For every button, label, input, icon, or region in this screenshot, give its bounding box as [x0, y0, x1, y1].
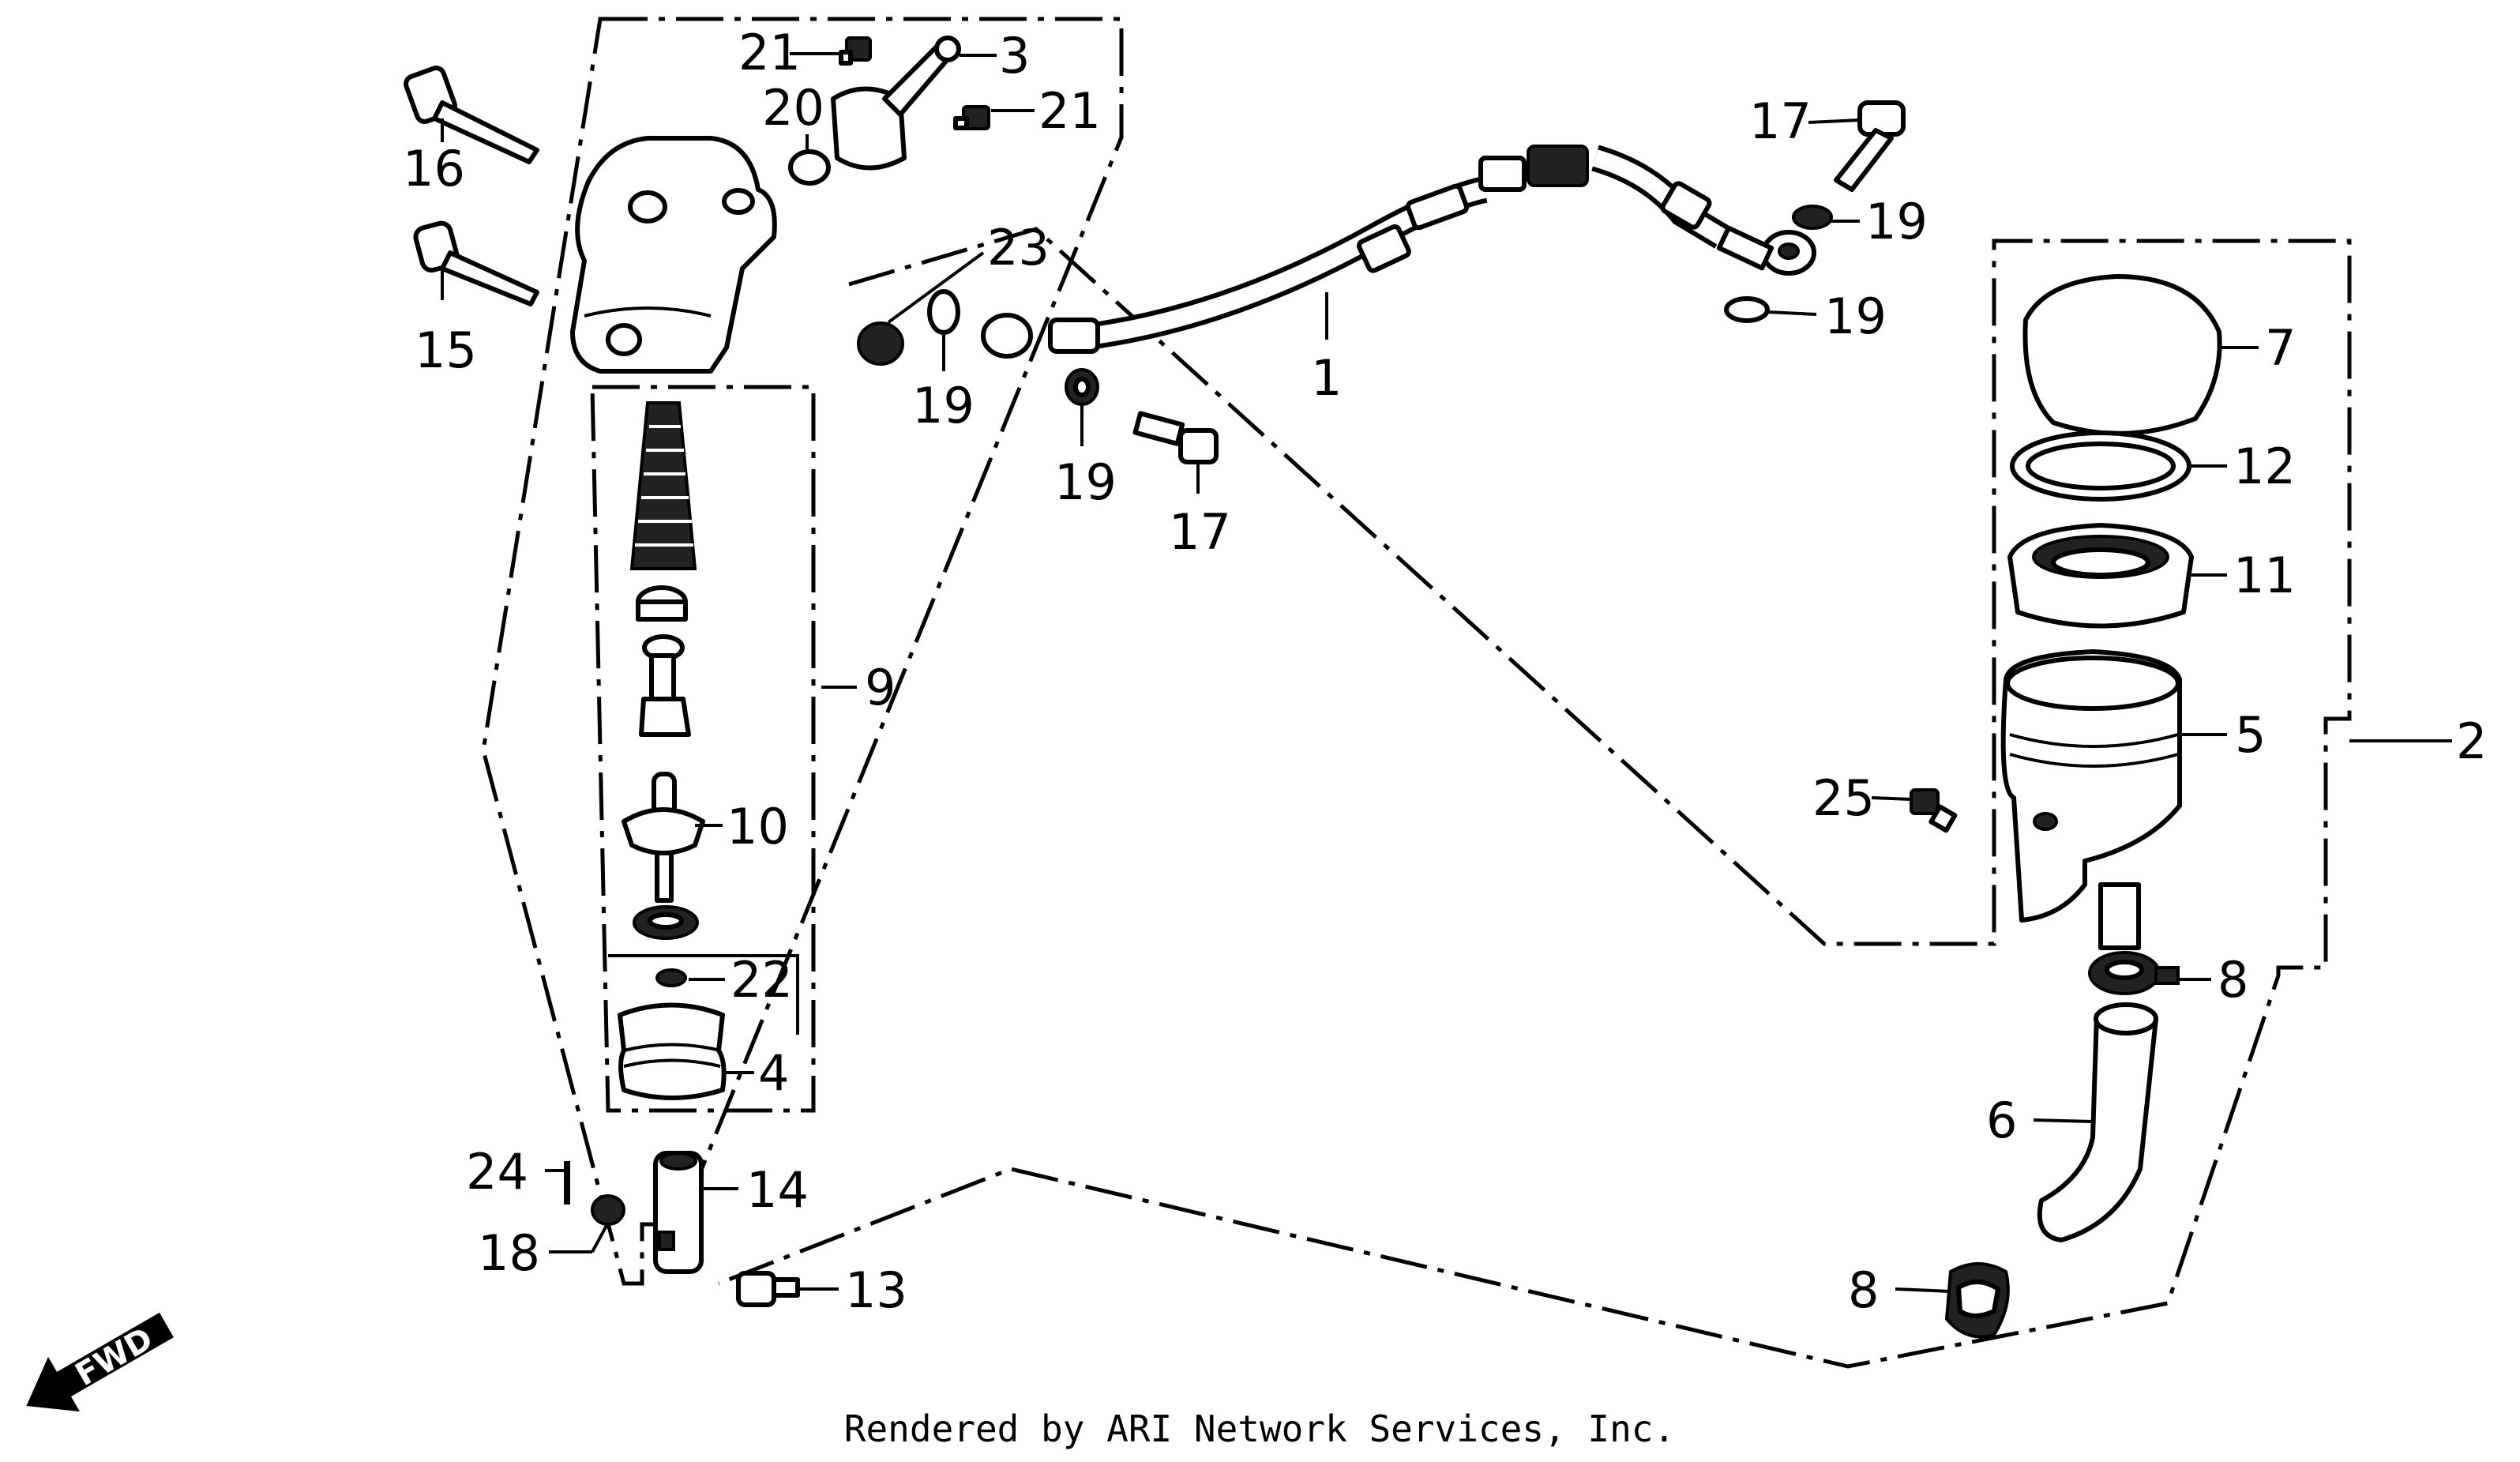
callout-labels: 21 3 20 21 16 15 9 10 22 4 14 13 24 18 2… — [403, 24, 2487, 1319]
fwd-label: FWD — [69, 1321, 160, 1393]
bolt-25 — [1910, 788, 1958, 833]
bolt-15 — [413, 220, 539, 306]
clip-8-top — [2088, 951, 2180, 995]
clip-8-bottom — [1944, 1262, 2010, 1339]
washer-19-c — [1792, 205, 1833, 230]
reservoir-cap-7 — [2022, 274, 2222, 436]
callout-17-bottom: 17 — [1169, 503, 1231, 561]
callout-23: 23 — [987, 219, 1050, 276]
o-ring-20 — [788, 149, 831, 186]
callout-8-bottom: 8 — [1848, 1261, 1879, 1319]
hose-outline — [718, 227, 2352, 1369]
callout-5: 5 — [2235, 706, 2266, 764]
fwd-arrow-badge: FWD — [26, 1312, 174, 1412]
nut-18 — [591, 1194, 625, 1226]
washer-19-d — [1724, 296, 1770, 323]
callout-2: 2 — [2456, 712, 2487, 770]
callout-24: 24 — [466, 1143, 528, 1201]
brake-hose-1 — [981, 145, 1816, 359]
boot-4 — [618, 1002, 727, 1100]
callout-3: 3 — [999, 27, 1030, 85]
reservoir-5 — [2000, 649, 2182, 950]
bolt-13 — [736, 1271, 800, 1307]
callout-21-top: 21 — [738, 24, 801, 81]
callout-6: 6 — [1986, 1092, 2017, 1149]
assembly-outlines — [481, 17, 2352, 1369]
piston-inner-bracket — [608, 954, 799, 1035]
bolt-17-top — [1834, 100, 1906, 192]
callout-13: 13 — [845, 1261, 907, 1319]
diaphragm-11 — [2007, 523, 2194, 629]
callout-20: 20 — [762, 79, 824, 137]
plate-12 — [2010, 430, 2191, 502]
callout-18: 18 — [478, 1224, 540, 1282]
callout-19-mid: 19 — [1054, 453, 1117, 511]
washer-19-b — [1065, 368, 1099, 406]
master-cylinder-outline — [481, 17, 1124, 1286]
callout-11: 11 — [2233, 547, 2296, 604]
washer-19-a — [927, 289, 960, 335]
cap-23 — [857, 321, 904, 366]
hose-6 — [2037, 1002, 2158, 1242]
piston-kit — [622, 401, 705, 987]
footer-credit: Rendered by ARI Network Services, Inc. — [844, 1408, 1675, 1450]
screw-21-right — [953, 105, 990, 130]
callout-10: 10 — [727, 798, 789, 855]
reservoir-joint-3 — [831, 36, 961, 171]
callout-1: 1 — [1311, 349, 1342, 407]
callout-7: 7 — [2265, 319, 2296, 377]
piston-kit-outline — [590, 385, 816, 1113]
joint-14 — [653, 1151, 704, 1274]
callout-15: 15 — [415, 321, 477, 379]
bolt-17-bottom — [1132, 411, 1219, 464]
callout-25: 25 — [1812, 769, 1875, 827]
callout-8-top: 8 — [2218, 951, 2248, 1009]
callout-12: 12 — [2233, 438, 2296, 495]
callout-9: 9 — [865, 659, 896, 716]
callout-19-left: 19 — [912, 377, 975, 434]
callout-16: 16 — [403, 140, 465, 197]
master-cylinder-body — [570, 136, 777, 374]
callout-21-right: 21 — [1038, 82, 1101, 140]
bolt-16 — [404, 66, 539, 164]
callout-22: 22 — [730, 951, 793, 1009]
callout-19-upper-right: 19 — [1865, 193, 1928, 250]
callout-14: 14 — [746, 1161, 809, 1219]
callout-19-lower-right: 19 — [1824, 288, 1887, 345]
leader-lines — [441, 52, 2452, 1293]
screw-21-top — [839, 36, 872, 66]
callout-17-top: 17 — [1749, 92, 1812, 150]
callout-4: 4 — [758, 1044, 789, 1102]
